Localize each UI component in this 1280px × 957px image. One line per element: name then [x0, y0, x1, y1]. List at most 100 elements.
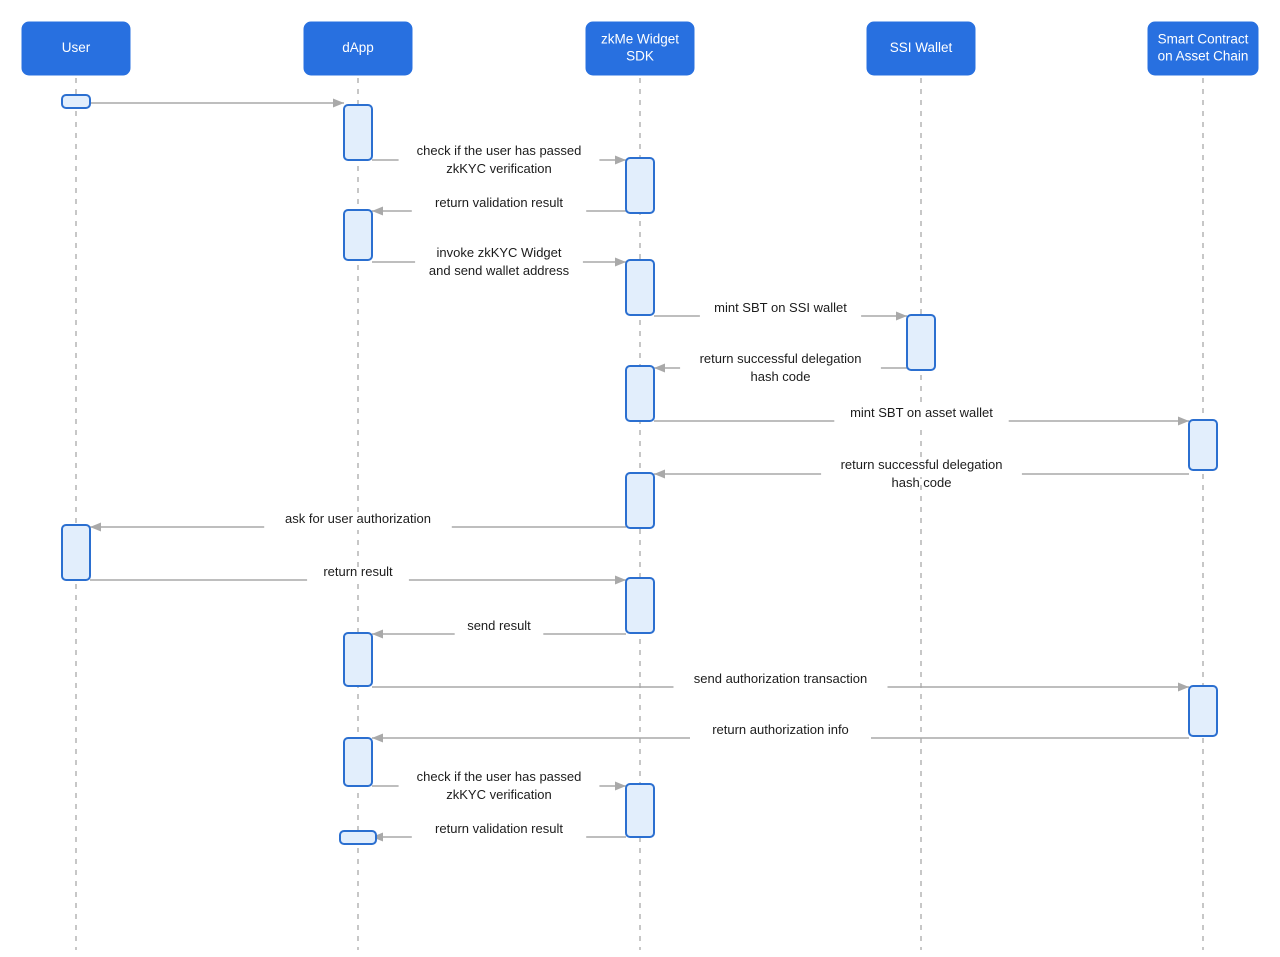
message-label-backing-m15 [411, 824, 587, 840]
message-label-m7: mint SBT on asset wallet [850, 405, 993, 420]
participant-label-dapp: dApp [342, 40, 374, 55]
participant-box-user[interactable] [21, 21, 131, 76]
participant-contract[interactable]: Smart Contract on Asset Chain [1147, 21, 1259, 76]
message-m14: check if the user has passed zkKYC verifi… [372, 769, 626, 802]
messages-layer: check if the user has passed zkKYC verifi… [90, 98, 1189, 842]
message-arrowhead-m6 [654, 363, 665, 373]
message-label-backing-m11 [454, 621, 544, 637]
message-label-backing-m7 [834, 408, 1009, 424]
message-m6: return successful delegation hash code [654, 351, 907, 384]
message-m7: mint SBT on asset wallet [654, 405, 1189, 426]
activation-bar-act-ssi-1 [906, 314, 936, 371]
message-label-m2: zkKYC verification [446, 161, 551, 176]
activations-layer [61, 94, 1218, 845]
message-m1 [90, 98, 344, 108]
message-label-backing-m9 [264, 514, 452, 530]
message-arrowhead-m2 [615, 155, 626, 165]
message-label-m14: check if the user has passed [417, 769, 582, 784]
message-label-m6: return successful delegation [700, 351, 862, 366]
message-m8: return successful delegation hash code [654, 457, 1189, 490]
message-label-m8: return successful delegation [841, 457, 1003, 472]
message-arrowhead-m10 [615, 575, 626, 585]
activation-bar-act-zkme-5 [625, 577, 655, 634]
message-label-m6: hash code [751, 369, 811, 384]
participant-box-zkme[interactable] [585, 21, 695, 76]
message-arrowhead-m5 [896, 311, 907, 321]
participant-label-contract: on Asset Chain [1158, 49, 1249, 64]
activation-bar-act-contract-1 [1188, 419, 1218, 471]
activation-bar-act-dapp-3 [343, 632, 373, 687]
message-label-m3: return validation result [435, 195, 563, 210]
activation-bar-act-contract-2 [1188, 685, 1218, 737]
message-arrowhead-m13 [372, 733, 383, 743]
activation-bar-act-zkme-4 [625, 472, 655, 529]
activation-bar-act-dapp-5 [339, 830, 377, 845]
message-label-m5: mint SBT on SSI wallet [714, 300, 847, 315]
activation-bar-act-user-1 [61, 94, 91, 109]
participant-box-contract[interactable] [1147, 21, 1259, 76]
message-label-m14: zkKYC verification [446, 787, 551, 802]
message-m10: return result [90, 564, 626, 585]
message-arrowhead-m9 [90, 522, 101, 532]
message-label-backing-m3 [411, 198, 587, 214]
message-label-backing-m6 [680, 355, 881, 371]
activation-bar-act-user-2 [61, 524, 91, 581]
message-m2: check if the user has passed zkKYC verifi… [372, 143, 626, 176]
message-arrowhead-m15 [372, 832, 383, 842]
message-arrowhead-m14 [615, 781, 626, 791]
message-label-m4: invoke zkKYC Widget [437, 245, 562, 260]
participant-label-contract: Smart Contract [1158, 32, 1249, 47]
message-m12: send authorization transaction [372, 671, 1189, 692]
message-m15: return validation result [372, 821, 626, 842]
message-label-m8: hash code [892, 475, 952, 490]
message-label-m11: send result [467, 618, 531, 633]
participant-box-dapp[interactable] [303, 21, 413, 76]
message-arrowhead-m4 [615, 257, 626, 267]
activation-bar-act-dapp-4 [343, 737, 373, 787]
message-label-m2: check if the user has passed [417, 143, 582, 158]
message-label-backing-m10 [307, 567, 409, 583]
participant-dapp[interactable]: dApp [303, 21, 413, 76]
participant-label-zkme: SDK [626, 49, 654, 64]
activation-bar-act-zkme-1 [625, 157, 655, 214]
participant-user[interactable]: User [21, 21, 131, 76]
message-label-m10: return result [323, 564, 393, 579]
message-m13: return authorization info [372, 722, 1189, 743]
message-label-backing-m8 [821, 461, 1022, 477]
message-m9: ask for user authorization [90, 511, 626, 532]
message-arrowhead-m12 [1178, 682, 1189, 692]
activation-bar-act-dapp-2 [343, 209, 373, 261]
message-arrowhead-m11 [372, 629, 383, 639]
message-m5: mint SBT on SSI wallet [654, 300, 907, 321]
message-label-m15: return validation result [435, 821, 563, 836]
message-label-backing-m13 [690, 725, 871, 741]
message-m11: send result [372, 618, 626, 639]
participant-box-ssi[interactable] [866, 21, 976, 76]
message-label-backing-m12 [673, 674, 888, 690]
participant-ssi[interactable]: SSI Wallet [866, 21, 976, 76]
message-label-m12: send authorization transaction [694, 671, 867, 686]
participant-label-user: User [62, 40, 91, 55]
message-label-m4: and send wallet address [429, 263, 570, 278]
participant-label-zkme: zkMe Widget [601, 32, 679, 47]
message-arrowhead-m3 [372, 206, 383, 216]
activation-bar-act-zkme-3 [625, 365, 655, 422]
message-label-m13: return authorization info [712, 722, 849, 737]
participant-label-ssi: SSI Wallet [890, 40, 953, 55]
message-label-m9: ask for user authorization [285, 511, 431, 526]
message-label-backing-m2 [398, 147, 600, 163]
activation-bar-act-zkme-6 [625, 783, 655, 838]
message-arrowhead-m7 [1178, 416, 1189, 426]
message-m4: invoke zkKYC Widget and send wallet addre… [372, 245, 626, 278]
activation-bar-act-zkme-2 [625, 259, 655, 316]
message-label-backing-m4 [415, 249, 583, 265]
message-label-backing-m5 [699, 303, 862, 319]
message-label-backing-m14 [398, 773, 600, 789]
activation-bar-act-dapp-1 [343, 104, 373, 161]
message-m3: return validation result [372, 195, 626, 216]
message-arrowhead-m1 [333, 98, 344, 108]
